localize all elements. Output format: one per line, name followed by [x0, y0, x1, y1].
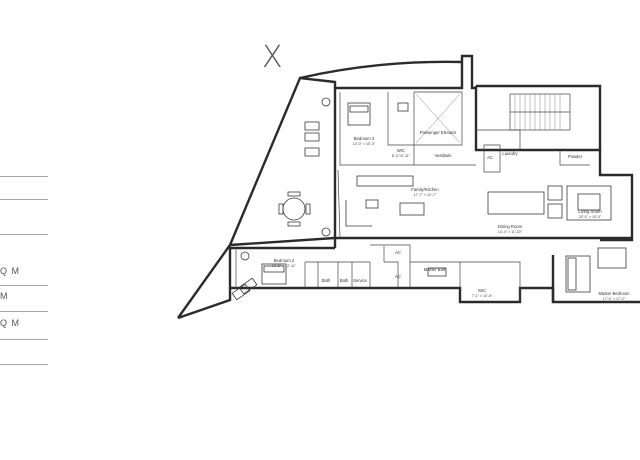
unit-label: Q M — [0, 318, 20, 328]
plan-compass-label: X — [262, 40, 283, 75]
room-dims-living: 20'-0" × 19'-0" — [579, 215, 602, 219]
room-label-master-bedroom: Master Bedroom — [599, 291, 630, 296]
divider-line — [0, 339, 48, 340]
unit-label: Q M — [0, 266, 20, 276]
room-label-service: Service — [353, 278, 368, 283]
terrace-furniture — [231, 97, 331, 301]
room-label-powder: Powder — [568, 154, 583, 159]
room-label-family-kitchen: Family/Kitchen — [411, 187, 439, 192]
room-dims-wic-top: 8'-3"×5'-11" — [392, 154, 411, 158]
room-label-wic-low: WIC — [478, 288, 486, 293]
room-dims-family-kitchen: 17'-7" × 12'-7" — [414, 193, 437, 197]
room-label-wic-top: WIC — [397, 148, 405, 153]
interior-walls — [235, 91, 590, 302]
stair-core — [509, 93, 571, 131]
room-label-bath-mid: Bath — [340, 278, 349, 283]
divider-line — [0, 176, 48, 177]
room-label-elevator: Passenger Elevator — [420, 130, 457, 135]
room-label-bath-left: Bath — [322, 278, 331, 283]
room-dims-wic-low: 7'-1" × 10'-6" — [472, 294, 493, 298]
room-label-living: Living Room — [578, 209, 602, 214]
divider-line — [0, 364, 48, 365]
exterior-walls — [177, 54, 640, 320]
interior-furniture — [261, 102, 627, 293]
room-dims-dining: 14'-4" × 11'-10" — [498, 230, 523, 234]
unit-label: M — [0, 291, 9, 301]
room-dims-bedroom2: 10'-6" × 12'-11" — [272, 264, 297, 268]
divider-line — [0, 285, 48, 286]
room-label-ac-mid: AC — [395, 250, 401, 255]
divider-line — [0, 234, 48, 235]
divider-line — [0, 199, 48, 200]
room-label-laundry: Laundry — [502, 151, 518, 156]
room-label-vestibule: Vestibule — [435, 153, 453, 158]
room-dims-master-bedroom: 17'-0" × 17'-2" — [603, 297, 626, 301]
room-label-bedroom2: Bedroom 2 — [274, 258, 295, 263]
legend-panel: Q M M Q M — [0, 0, 60, 460]
room-label-ac-low: AC — [395, 274, 401, 279]
room-dims-bedroom3: 13'-0" × 10'-0" — [353, 142, 376, 146]
room-label-ac-top: AC — [487, 155, 493, 160]
divider-line — [0, 311, 48, 312]
room-label-master-bath: Master Bath — [424, 267, 447, 272]
room-label-dining: Dining Room — [498, 224, 523, 229]
room-labels: Bedroom 3 13'-0" × 10'-0" Passenger Elev… — [272, 130, 630, 301]
room-label-bedroom3: Bedroom 3 — [354, 136, 375, 141]
